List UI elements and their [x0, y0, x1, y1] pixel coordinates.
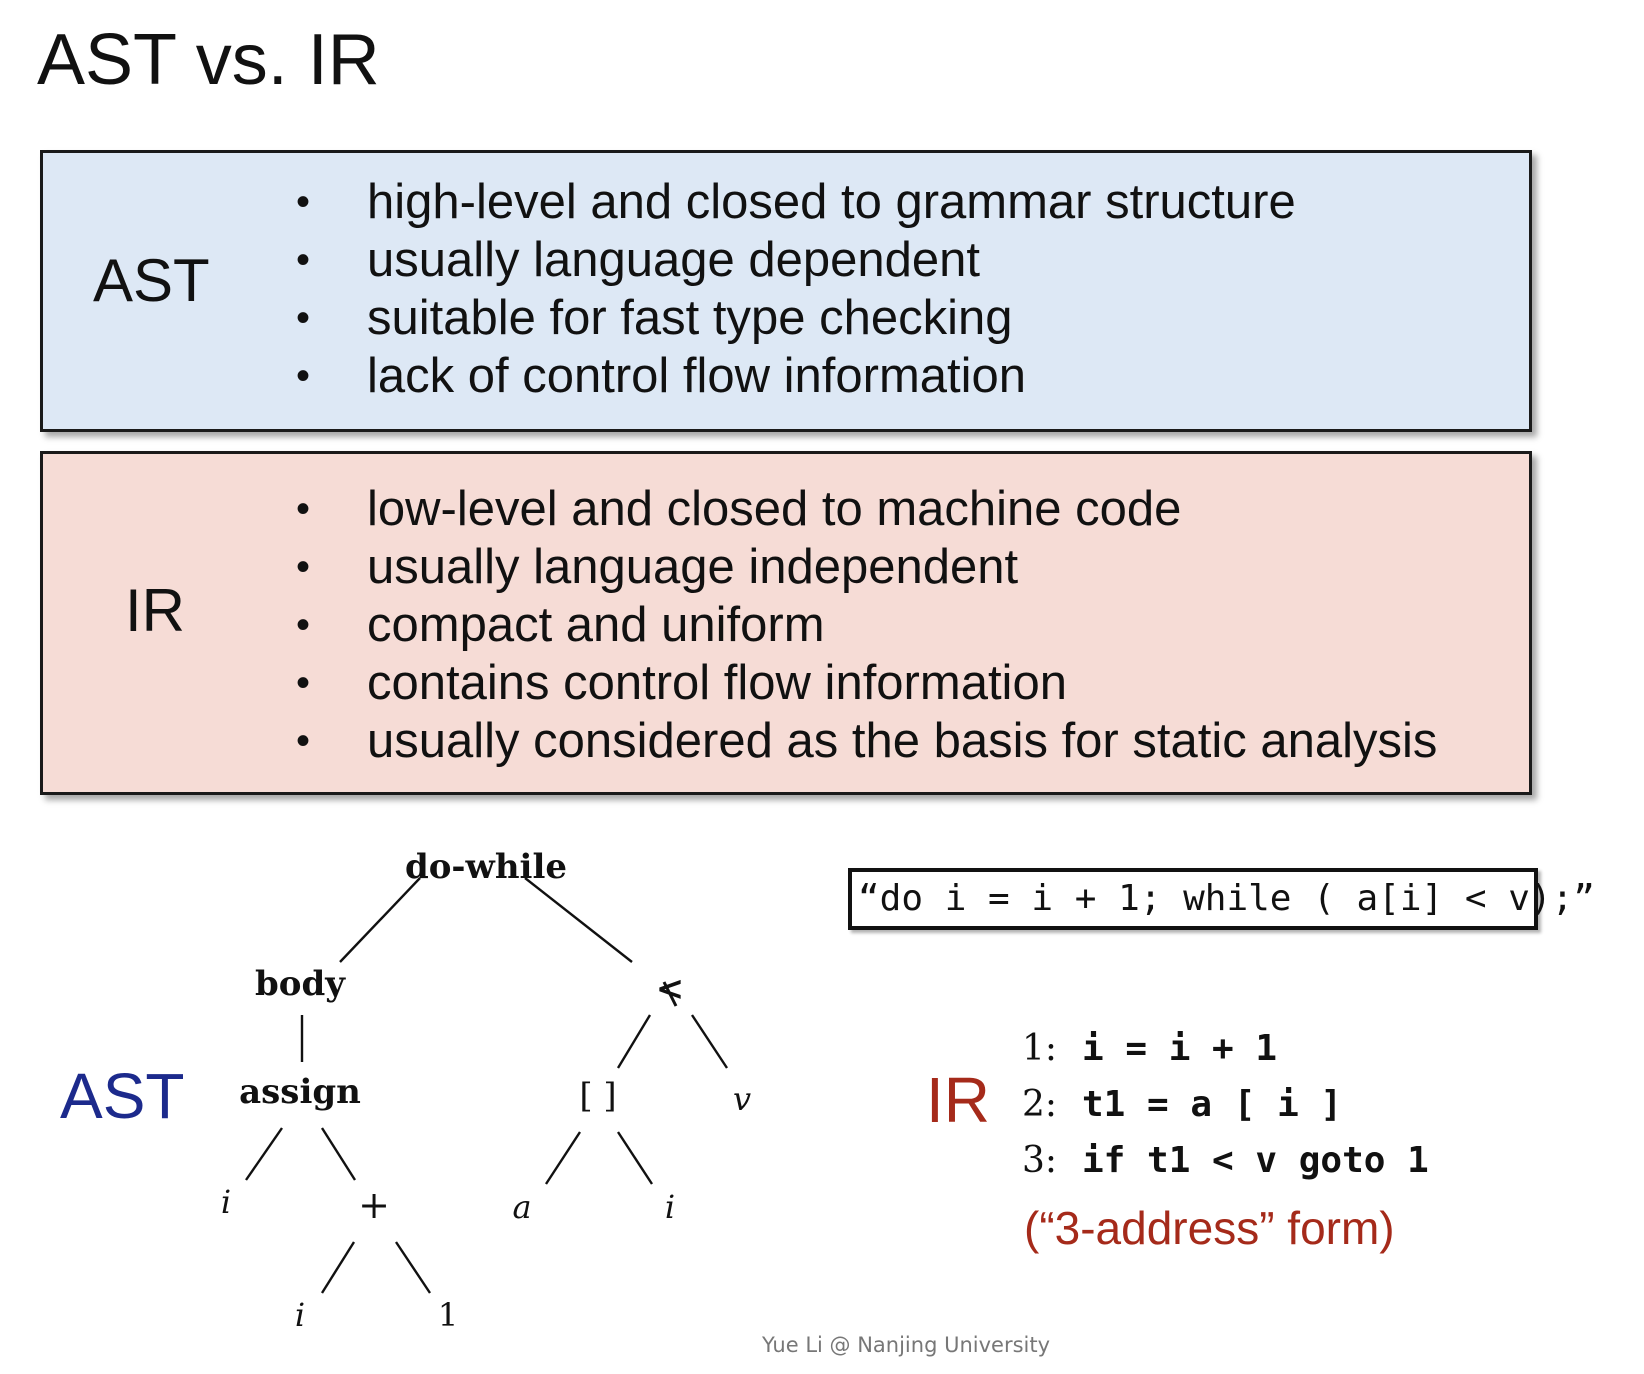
- tree-edge: [245, 1127, 283, 1181]
- ir-bullet-list: •low-level and closed to machine code •u…: [251, 480, 1437, 770]
- tree-node-index: [ ]: [579, 1076, 616, 1116]
- tree-edge: [616, 1014, 652, 1069]
- tree-edge: [544, 1131, 582, 1185]
- tree-edge: [395, 1241, 431, 1294]
- ast-box: AST •high-level and closed to grammar st…: [40, 150, 1532, 432]
- list-item: •high-level and closed to grammar struct…: [296, 175, 1296, 229]
- line-number: 3:: [1022, 1140, 1058, 1181]
- list-item: •contains control flow information: [296, 656, 1067, 710]
- footer-credit: Yue Li @ Nanjing University: [762, 1333, 1051, 1357]
- tree-node-i: i: [665, 1188, 675, 1226]
- list-item: •usually language independent: [296, 540, 1019, 594]
- ir-statement: t1 = a [ i ]: [1082, 1084, 1343, 1125]
- ir-statement: if t1 < v goto 1: [1082, 1140, 1429, 1181]
- list-item: •compact and uniform: [296, 598, 825, 652]
- tree-edge: [339, 877, 421, 963]
- ast-bullet-list: •high-level and closed to grammar struct…: [251, 173, 1296, 405]
- ir-box: IR •low-level and closed to machine code…: [40, 451, 1532, 795]
- bullet-icon: •: [296, 487, 311, 531]
- tree-node-i: i: [295, 1296, 305, 1334]
- bullet-icon: •: [296, 719, 311, 763]
- list-item: •lack of control flow information: [296, 349, 1027, 403]
- bullet-icon: •: [296, 296, 311, 340]
- ir-code-list: 1: i = i + 1 2: t1 = a [ i ] 3: if t1 < v g…: [1022, 1020, 1429, 1188]
- tree-edge: [524, 877, 633, 963]
- tree-edge: [690, 1014, 729, 1069]
- bullet-icon: •: [296, 238, 311, 282]
- ir-code-line: 2: t1 = a [ i ]: [1022, 1076, 1429, 1132]
- slide-title: AST vs. IR: [37, 20, 380, 100]
- bullet-icon: •: [296, 603, 311, 647]
- ast-box-label: AST: [93, 247, 210, 314]
- ir-code-line: 3: if t1 < v goto 1: [1022, 1132, 1429, 1188]
- tree-node-a: a: [512, 1188, 531, 1226]
- ir-code-line: 1: i = i + 1: [1022, 1020, 1429, 1076]
- three-address-note: (“3-address” form): [1024, 1202, 1395, 1254]
- tree-node-i: i: [221, 1183, 231, 1221]
- tree-node-one: 1: [438, 1296, 458, 1334]
- tree-edge: [320, 1127, 357, 1181]
- list-item: •usually language dependent: [296, 233, 981, 287]
- tree-node-v: v: [733, 1080, 751, 1118]
- list-item: •low-level and closed to machine code: [296, 482, 1182, 536]
- tree-node-body: body: [255, 964, 346, 1004]
- list-item: •usually considered as the basis for sta…: [296, 714, 1438, 768]
- bullet-icon: •: [296, 180, 311, 224]
- ir-box-label: IR: [125, 577, 185, 644]
- bullet-icon: •: [296, 354, 311, 398]
- ir-side-label: IR: [926, 1064, 990, 1136]
- source-code-box: “do i = i + 1; while ( a[i] < v);”: [848, 868, 1595, 930]
- tree-node-plus: +: [358, 1183, 390, 1227]
- ast-tree-diagram: do-while body < assign [ ] v i + a i i 1: [221, 847, 751, 1334]
- line-number: 2:: [1022, 1084, 1058, 1125]
- tree-edge: [320, 1241, 356, 1294]
- tree-node-root: do-while: [405, 847, 567, 887]
- tree-node-assign: assign: [239, 1072, 361, 1112]
- tree-node-lt: <: [656, 969, 685, 1009]
- bullet-icon: •: [296, 545, 311, 589]
- tree-edge: [616, 1131, 654, 1185]
- ir-statement: i = i + 1: [1082, 1028, 1278, 1069]
- bullet-icon: •: [296, 661, 311, 705]
- line-number: 1:: [1022, 1028, 1058, 1069]
- lt-slash: [662, 981, 678, 1007]
- list-item: •suitable for fast type checking: [296, 291, 1013, 345]
- ast-side-label: AST: [60, 1060, 185, 1132]
